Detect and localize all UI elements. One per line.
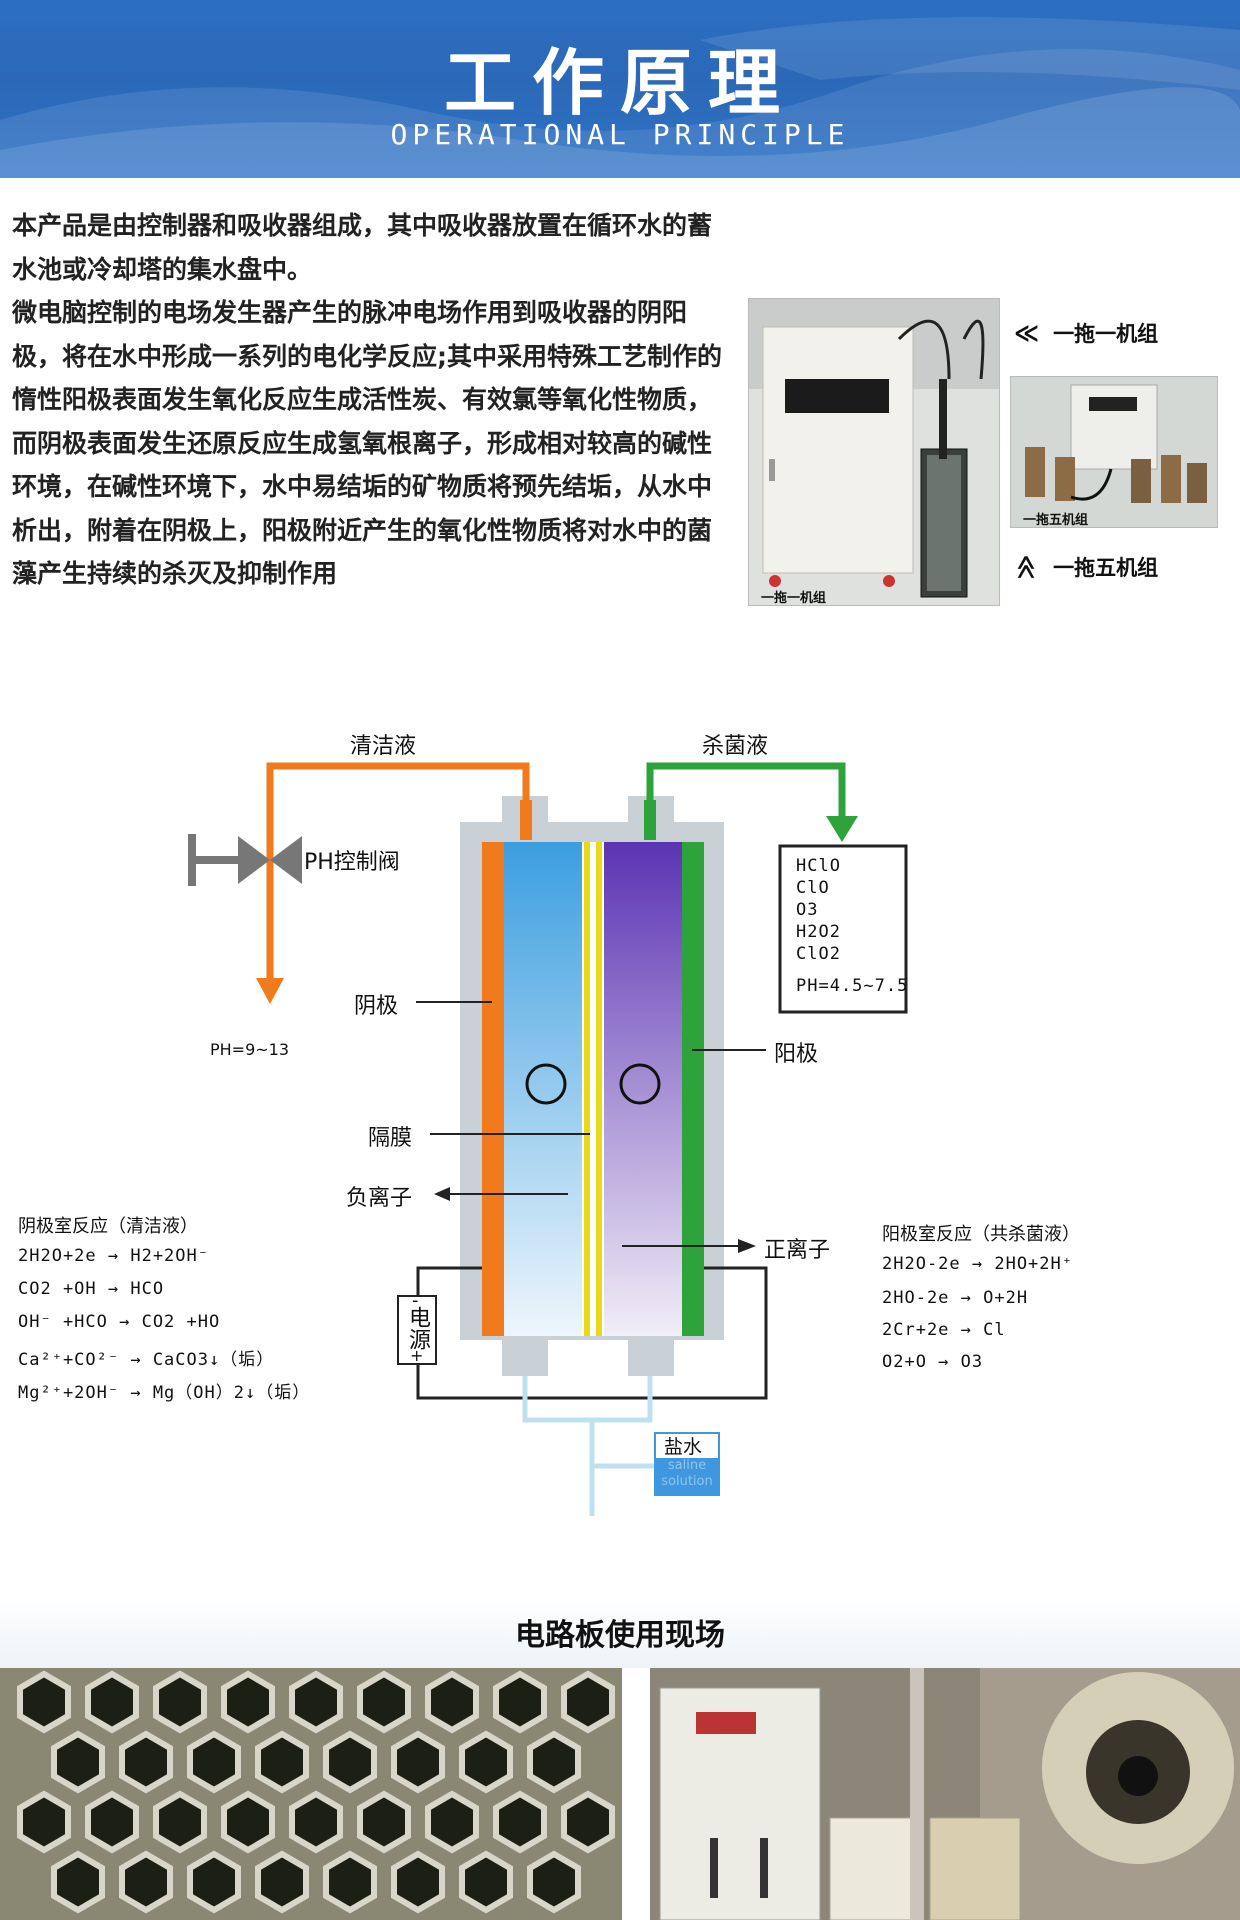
- site-photo-equipment: [650, 1668, 1240, 1920]
- label-one-to-one: ≪一拖一机组: [1014, 319, 1159, 347]
- anode-chamber: [604, 842, 682, 1336]
- minus-circle-icon: [525, 1063, 567, 1105]
- intro-paragraph-1: 本产品是由控制器和吸收器组成，其中吸收器放置在循环水的蓄水池或冷却塔的集水盘中。: [12, 211, 713, 284]
- header-banner: 工作原理 OPERATIONAL PRINCIPLE: [0, 0, 1240, 178]
- small-photo-caption: 一拖五机组: [1023, 513, 1089, 528]
- membrane: [584, 842, 590, 1336]
- power-label: 电源: [405, 1306, 430, 1350]
- intro-text: 本产品是由控制器和吸收器组成，其中吸收器放置在循环水的蓄水池或冷却塔的集水盘中。…: [12, 204, 722, 596]
- cathode-reaction-1: 2H2O+2e → H2+2OH⁻: [18, 1246, 209, 1266]
- outlet-line-4: H2O2: [796, 922, 841, 942]
- section2-band: [0, 1596, 1240, 1668]
- label-sterilizing-liquid: 杀菌液: [702, 734, 769, 759]
- label-positive-ion: 正离子: [764, 1238, 831, 1263]
- label-negative-ion: 负离子: [346, 1186, 413, 1211]
- site-photo-honeycomb: [0, 1668, 622, 1920]
- outlet-line-5: ClO2: [796, 944, 841, 964]
- section2-title: 电路板使用现场: [515, 1618, 725, 1653]
- anode-plate: [682, 842, 704, 1336]
- arrow-down-icon: [256, 978, 284, 1004]
- cathode-reactions-title: 阴极室反应（清洁液）: [18, 1216, 198, 1237]
- anode-reaction-3: 2Cr+2e → Cl: [882, 1320, 1006, 1340]
- main-photo-caption: 一拖一机组: [761, 591, 827, 606]
- cathode-reaction-3: OH⁻ +HCO → CO2 +HO: [18, 1312, 221, 1332]
- cathode-reaction-5: Mg²⁺+2OH⁻ → Mg（OH）2↓（垢）: [18, 1383, 311, 1403]
- honeycomb-pattern: [0, 1668, 622, 1920]
- cathode-plate: [482, 842, 504, 1336]
- cathode-reaction-2: CO2 +OH → HCO: [18, 1279, 165, 1299]
- label-membrane: 隔膜: [368, 1126, 413, 1151]
- cathode-chamber: [504, 842, 582, 1336]
- anode-reaction-4: O2+O → O3: [882, 1352, 984, 1372]
- anode-reaction-2: 2HO-2e → O+2H: [882, 1288, 1029, 1308]
- label-one-to-five: ≪一拖五机组: [1012, 554, 1159, 580]
- power-source: [397, 1295, 437, 1365]
- label-cathode: 阴极: [354, 994, 399, 1019]
- multi-unit-illustration: [1011, 377, 1217, 527]
- plus-circle-icon: [619, 1063, 661, 1105]
- outlet-line-2: ClO: [796, 878, 830, 898]
- saline-label-cn: 盐水: [664, 1436, 703, 1458]
- cathode-reaction-4: Ca²⁺+CO²⁻ → CaCO3↓（垢）: [18, 1350, 275, 1370]
- page-title: 工作原理: [443, 41, 796, 125]
- outlet-line-6: PH=4.5~7.5: [796, 976, 909, 996]
- anode-reactions-title: 阳极室反应（共杀菌液）: [882, 1224, 1080, 1245]
- label-ph-valve: PH控制阀: [304, 850, 400, 875]
- label-clean-liquid: 清洁液: [350, 734, 417, 759]
- wave-decoration: [0, 17, 1240, 178]
- anode-reaction-1: 2H2O-2e → 2HO+2H⁺: [882, 1254, 1073, 1274]
- equipment-scene: [650, 1668, 1240, 1920]
- electrolysis-diagram: [188, 762, 908, 1516]
- intro-paragraph-2: 微电脑控制的电场发生器产生的脉冲电场作用到吸收器的阴阳极，将在水中形成一系列的电…: [12, 298, 723, 588]
- outlet-composition-box: [778, 844, 908, 1014]
- label-ph-left: PH=9~13: [210, 1040, 290, 1059]
- valve-icon: [238, 836, 270, 884]
- label-anode: 阳极: [774, 1042, 819, 1067]
- double-chevron-left-icon: ≪: [1014, 319, 1040, 347]
- arrow-down-icon: [826, 816, 858, 842]
- power-plus: +: [410, 1346, 424, 1365]
- product-photo-small: 一拖五机组: [1010, 376, 1218, 528]
- outlet-line-1: HClO: [796, 856, 841, 876]
- page-subtitle: OPERATIONAL PRINCIPLE: [390, 118, 850, 151]
- product-photo-main: 一拖一机组: [748, 298, 1000, 606]
- controller-illustration: [749, 299, 999, 605]
- outlet-line-3: O3: [796, 900, 819, 920]
- power-minus: -: [412, 1290, 419, 1311]
